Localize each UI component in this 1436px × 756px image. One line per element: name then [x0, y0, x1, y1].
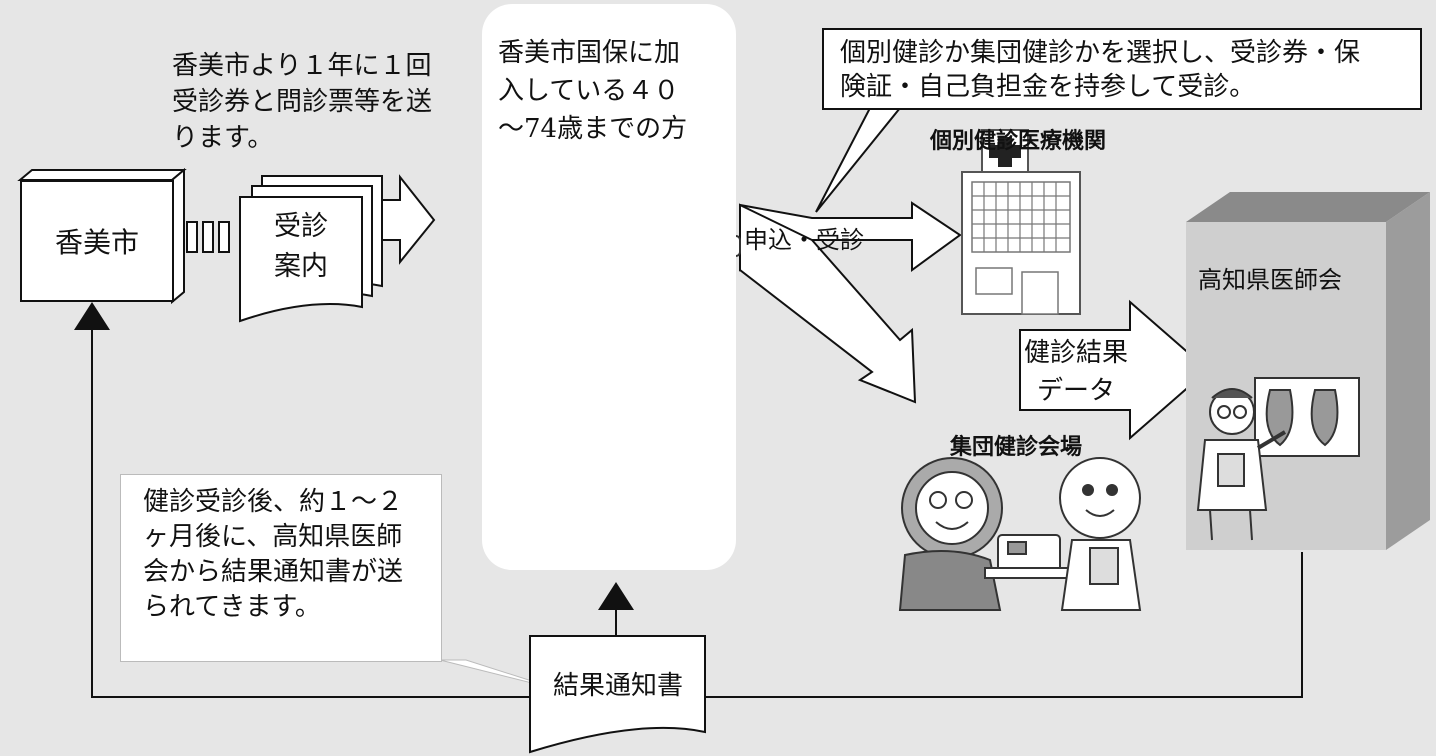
mail-arrow	[379, 174, 436, 265]
city-box-top	[17, 169, 187, 181]
mail-doc-label: 受診 案内	[274, 211, 328, 282]
doctor-illustration	[1196, 377, 1360, 541]
results-arrow	[1019, 299, 1210, 441]
mail-page-front	[239, 196, 363, 323]
target-people-label: 香美市国保に加 入している４０ ～74歳までの方	[498, 38, 688, 144]
mail-note: 香美市より１年に１回 受診券と問診票等を送 ります。	[172, 51, 433, 153]
target-people-panel	[482, 4, 736, 570]
result-doc-shape	[529, 635, 706, 754]
result-doc-label: 結果通知書	[552, 671, 683, 701]
group-venue-title: 集団健診会場	[950, 435, 1083, 460]
mail-dash-3	[218, 221, 230, 253]
callout-pointer	[815, 107, 903, 213]
association-line	[705, 552, 1303, 698]
clinic-title: 個別健診医療機関	[930, 129, 1107, 154]
mail-dash-2	[202, 221, 214, 253]
city-box: 香美市	[20, 180, 174, 302]
apply-label: 申込・受診	[744, 226, 864, 254]
association-building-top	[1186, 192, 1430, 222]
mail-dash-1	[186, 221, 198, 253]
association-label: 高知県医師会	[1198, 266, 1342, 294]
group-checkup-illustration	[898, 457, 1142, 611]
results-data-label: 健診結果 データ	[1023, 338, 1128, 406]
return-line	[91, 330, 530, 698]
result-note: 健診受診後、約１～２ ヶ月後に、高知県医師 会から結果通知書が送 られてきます。	[120, 474, 442, 662]
up-arrow-people	[598, 582, 634, 610]
callout-top: 個別健診か集団健診かを選択し、受診券・保 険証・自己負担金を持参して受診。	[822, 28, 1422, 110]
up-arrow-city	[74, 302, 110, 330]
association-building-side	[1386, 192, 1430, 550]
clinic-icon	[961, 129, 1081, 315]
group-arrow	[739, 203, 917, 404]
